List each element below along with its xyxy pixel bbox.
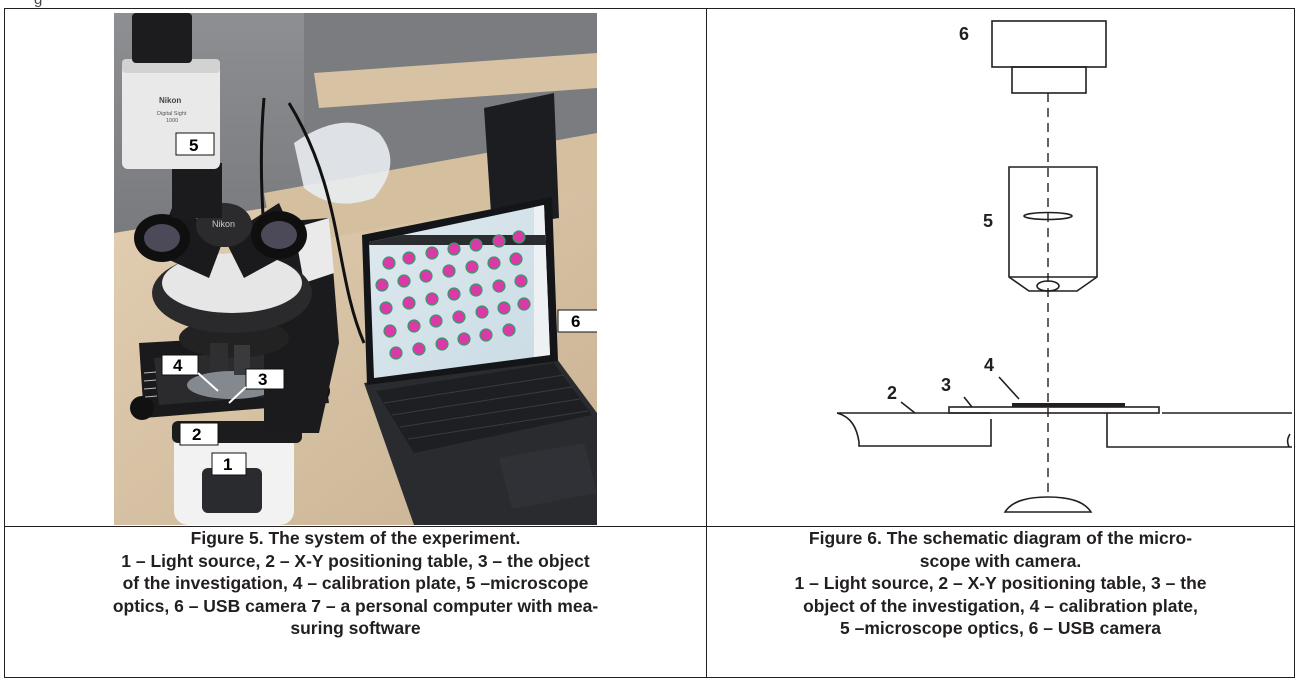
figure5-caption-line: Figure 5. The system of the experiment. (190, 528, 521, 548)
figure6-caption-cell: Figure 6. The schematic diagram of the m… (706, 526, 1295, 678)
calibration-plate (1012, 403, 1125, 407)
figure5-caption-line: of the investigation, 4 – calibration pl… (122, 573, 589, 593)
camera-model-text-1: Digital Sight (157, 111, 187, 117)
figure6-caption-line: 1 – Light source, 2 – X-Y positioning ta… (794, 573, 1207, 593)
slide (948, 406, 1160, 414)
diagram-label-4: 4 (984, 355, 994, 375)
photo-label-4: 4 (173, 356, 183, 375)
figure6-caption-line: 5 –microscope optics, 6 – USB camera (840, 618, 1161, 638)
microscope-schematic: 6 5 4 3 2 (707, 9, 1295, 526)
diagram-label-3: 3 (941, 375, 951, 395)
photo-label-3: 3 (258, 370, 267, 389)
figure5-image-cell: Nikon Nikon Digital Sight 1000 5 (4, 8, 707, 527)
camera-mount-outline (1011, 66, 1087, 94)
photo-label-5: 5 (189, 136, 198, 155)
diagram-label-2: 2 (887, 383, 897, 403)
figure5-caption-line: suring software (290, 618, 421, 638)
figure5-caption-cell: Figure 5. The system of the experiment. … (4, 526, 707, 678)
diagram-label-5: 5 (983, 211, 993, 231)
camera-outline (991, 20, 1107, 68)
figure6-caption-line: scope with camera. (919, 550, 1082, 571)
figure6-caption-line: Figure 6. The schematic diagram of the m… (808, 528, 1193, 548)
head-brand-text: Nikon (212, 219, 235, 229)
figure5-caption: Figure 5. The system of the experiment. … (23, 527, 688, 640)
figure6-image-cell: 6 5 4 3 2 (706, 8, 1295, 527)
experiment-photo: Nikon Nikon Digital Sight 1000 5 (114, 13, 597, 525)
figure5-caption-line: optics, 6 – USB camera 7 – a personal co… (112, 595, 599, 616)
figure-table: Nikon Nikon Digital Sight 1000 5 (4, 8, 1295, 678)
figure6-caption: Figure 6. The schematic diagram of the m… (725, 527, 1276, 640)
camera-model-text-2: 1000 (166, 118, 178, 124)
camera-brand-text: Nikon (159, 96, 181, 105)
photo-label-2: 2 (192, 425, 201, 444)
figure5-caption-line: 1 – Light source, 2 – X-Y positioning ta… (121, 550, 590, 571)
photo-label-6: 6 (571, 312, 580, 331)
diagram-label-6: 6 (959, 24, 969, 44)
condenser-lens (1003, 496, 1093, 513)
figure6-caption-line: object of the investigation, 4 – calibra… (803, 595, 1198, 616)
previous-text-fragment: g (4, 0, 254, 8)
photo-label-1: 1 (223, 455, 232, 474)
previous-text-glyph: g (34, 0, 42, 8)
objective-outline (1008, 166, 1098, 292)
